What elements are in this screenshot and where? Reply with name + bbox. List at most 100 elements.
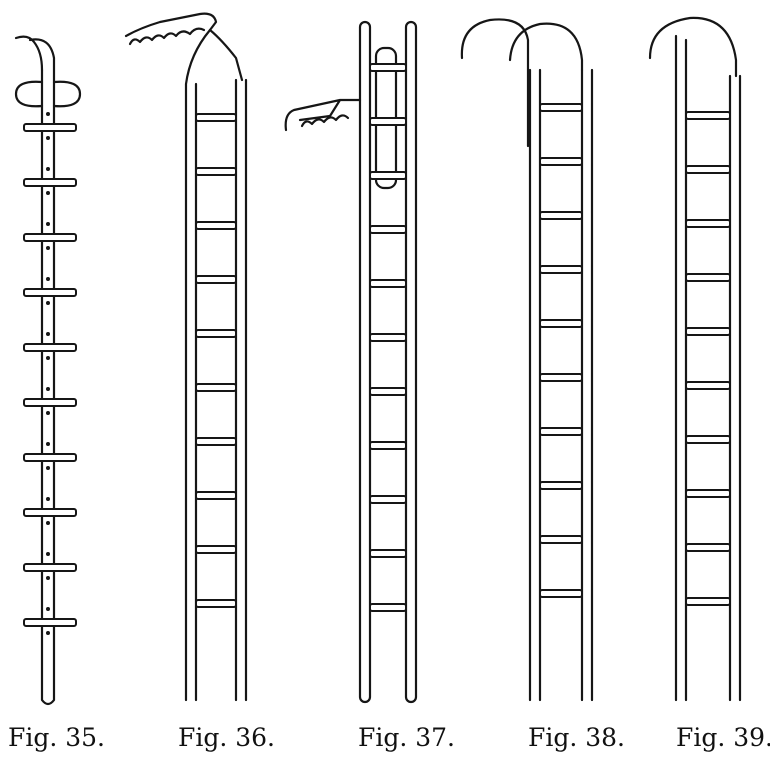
figure-39-large-hook-ladder — [648, 16, 742, 702]
ladder-rung — [369, 387, 407, 396]
hook-right — [508, 22, 584, 72]
hook-teeth — [128, 27, 206, 46]
ladder-rung — [539, 535, 583, 544]
rivet — [46, 112, 50, 116]
ladder-rung — [539, 427, 583, 436]
rivet — [46, 576, 50, 580]
caption-fig-39: Fig. 39. — [676, 723, 770, 752]
ladder-rung — [685, 543, 731, 552]
right-stile — [728, 74, 742, 702]
ladder-rung — [539, 211, 583, 220]
ladder-rung — [685, 219, 731, 228]
ladder-rung — [685, 597, 731, 606]
ladder-rung — [369, 63, 407, 72]
left-stile — [674, 34, 688, 702]
rivet — [46, 411, 50, 415]
ladder-rung — [685, 381, 731, 390]
left-stile — [184, 28, 244, 702]
ladder-rung — [23, 288, 77, 297]
figure-35-single-pole-ladder — [14, 35, 82, 706]
rivet — [46, 552, 50, 556]
caption-fig-38: Fig. 38. — [528, 723, 625, 752]
rivet — [46, 497, 50, 501]
figure-36-hook-ladder — [124, 12, 248, 702]
ladder-rung — [195, 221, 237, 230]
hook-left — [460, 18, 530, 148]
ladder-rung — [23, 178, 77, 187]
rivet — [46, 466, 50, 470]
rungs-35 — [23, 112, 77, 635]
caption-fig-37: Fig. 37. — [358, 723, 455, 752]
ladder-rung — [539, 319, 583, 328]
rungs-36 — [195, 113, 237, 608]
hook — [648, 16, 738, 78]
ladder-rung — [539, 373, 583, 382]
ladder-rung — [195, 167, 237, 176]
side-hook-teeth — [300, 114, 350, 128]
rungs-39 — [685, 111, 731, 606]
ladder-rung — [369, 279, 407, 288]
ladder-rung — [369, 441, 407, 450]
ladder-rung — [539, 589, 583, 598]
ladder-rung — [23, 508, 77, 517]
rivet — [46, 387, 50, 391]
rivet — [46, 356, 50, 360]
ladder-rung — [369, 117, 407, 126]
rivet — [46, 191, 50, 195]
ladder-rung — [685, 489, 731, 498]
ladder-rung — [539, 157, 583, 166]
ladder-rung — [23, 233, 77, 242]
ladder-rung — [23, 453, 77, 462]
rivet — [46, 631, 50, 635]
ladder-rung — [539, 481, 583, 490]
rungs-38 — [539, 103, 583, 598]
outer-frame-left — [358, 20, 372, 704]
outer-frame-right — [404, 20, 418, 704]
ladder-rung — [369, 495, 407, 504]
ladder-rung — [195, 491, 237, 500]
rivet — [46, 277, 50, 281]
ladder-rung — [685, 327, 731, 336]
ladder-rung — [685, 273, 731, 282]
rivet — [46, 301, 50, 305]
ladder-rung — [685, 165, 731, 174]
ladder-rung — [23, 398, 77, 407]
right-stile — [580, 68, 594, 702]
ladder-rung — [369, 549, 407, 558]
caption-fig-35: Fig. 35. — [8, 723, 105, 752]
rivet — [46, 246, 50, 250]
ladder-rung — [195, 383, 237, 392]
rungs-37 — [369, 63, 407, 612]
ladder-rung — [195, 275, 237, 284]
caption-fig-36: Fig. 36. — [178, 723, 275, 752]
rivet — [46, 442, 50, 446]
ladder-rung — [195, 113, 237, 122]
pole — [28, 38, 56, 706]
top-loop — [14, 80, 82, 108]
ladder-rung — [23, 563, 77, 572]
ladder-rung — [23, 343, 77, 352]
rivet — [46, 332, 50, 336]
ladder-rung — [23, 123, 77, 132]
rivet — [46, 521, 50, 525]
ladder-rung — [539, 265, 583, 274]
rivet — [46, 607, 50, 611]
ladder-rung — [195, 545, 237, 554]
left-stile — [528, 68, 542, 702]
rivet — [46, 222, 50, 226]
ladder-rung — [539, 103, 583, 112]
ladder-rung — [195, 437, 237, 446]
side-hook — [284, 98, 362, 132]
ladder-rung — [369, 225, 407, 234]
rivet — [46, 136, 50, 140]
ladder-rung — [195, 329, 237, 338]
pole-hook — [14, 35, 44, 72]
ladder-rung — [369, 333, 407, 342]
right-stile — [234, 78, 248, 702]
ladder-rung — [369, 171, 407, 180]
rivet — [46, 167, 50, 171]
figure-37-extension-ladder — [284, 20, 418, 704]
ladder-rung — [685, 111, 731, 120]
ladder-rung — [685, 435, 731, 444]
